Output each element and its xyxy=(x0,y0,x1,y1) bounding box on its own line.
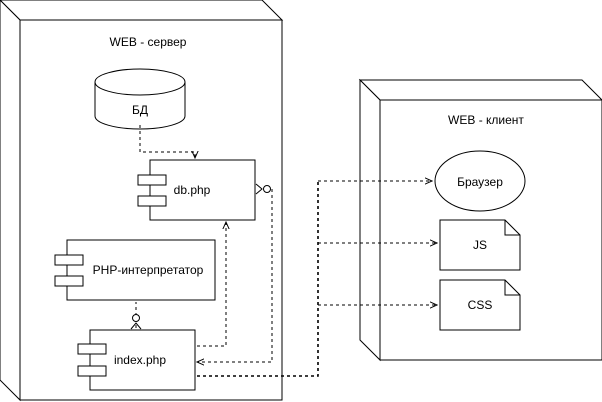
css-document: CSS xyxy=(439,279,521,331)
browser-ellipse: Браузер xyxy=(434,150,526,212)
component-port-icon xyxy=(77,343,107,355)
db-php-component: db.php xyxy=(137,159,256,221)
index-crowfoot-icon xyxy=(130,322,142,330)
php-interpreter-label: PHP-интерпретатор xyxy=(93,263,204,277)
browser-label: Браузер xyxy=(457,175,503,189)
db-to-dbphp-connector xyxy=(139,125,195,158)
client-node-label: WEB - клиент xyxy=(448,113,524,127)
dbphp-crowfoot-icon xyxy=(255,183,263,195)
js-label: JS xyxy=(473,238,487,252)
component-port-icon xyxy=(137,195,167,207)
index-php-label: index.php xyxy=(114,353,166,367)
component-port-icon xyxy=(54,254,84,266)
server-node-label: WEB - сервер xyxy=(110,35,187,49)
database-cylinder: БД xyxy=(94,68,186,130)
database-label: БД xyxy=(132,103,148,117)
component-port-icon xyxy=(137,174,167,186)
js-document: JS xyxy=(439,219,521,271)
css-label: CSS xyxy=(468,298,493,312)
php-interpreter-component: PHP-интерпретатор xyxy=(54,239,216,301)
component-port-icon xyxy=(54,275,84,287)
component-port-icon xyxy=(77,365,107,377)
index-optional-circle-icon xyxy=(132,314,140,322)
index-php-component: index.php xyxy=(77,329,196,391)
dbphp-optional-circle-icon xyxy=(263,185,271,193)
dbphp-to-index-connector xyxy=(197,189,273,362)
index-to-client-connector xyxy=(197,181,319,377)
db-php-label: db.php xyxy=(174,183,211,197)
